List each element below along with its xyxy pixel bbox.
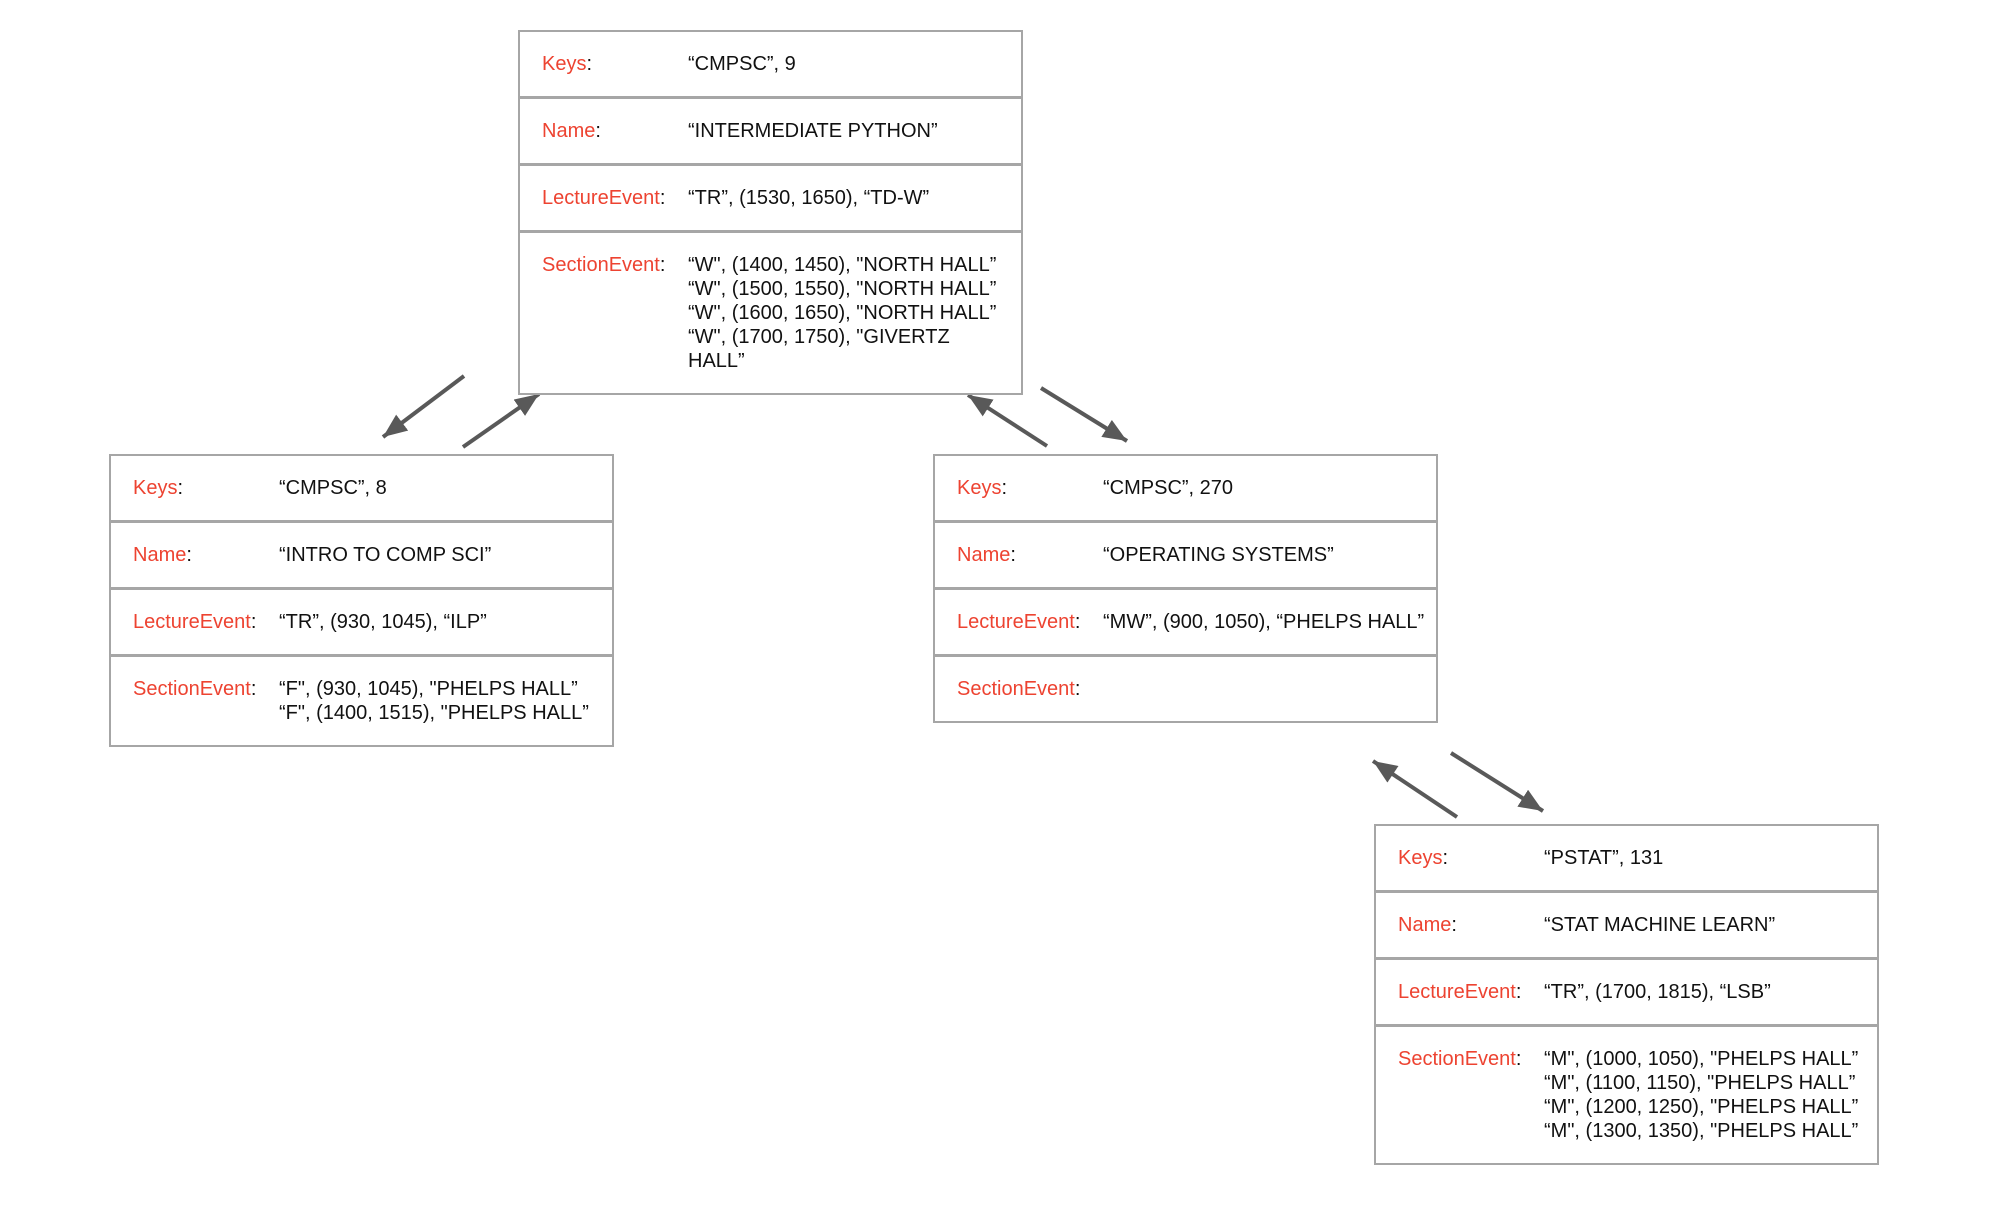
field-label: SectionEvent [1398, 1048, 1516, 1070]
field-row-keys: Keys:“PSTAT”, 131 [1374, 824, 1879, 892]
field-label: Keys [957, 477, 1002, 499]
field-label-col: LectureEvent: [133, 610, 279, 634]
field-value: “TR”, (1530, 1650), “TD-W” [688, 187, 930, 209]
field-value [1103, 677, 1426, 701]
field-row-name: Name:“INTERMEDIATE PYTHON” [518, 97, 1023, 165]
field-row-keys: Keys:“CMPSC”, 8 [109, 454, 614, 522]
field-value: “INTERMEDIATE PYTHON” [688, 120, 938, 142]
field-label: LectureEvent [957, 611, 1075, 633]
field-label-col: Name: [542, 119, 688, 143]
field-colon: : [1442, 847, 1449, 869]
field-value: “OPERATING SYSTEMS” [1103, 544, 1334, 566]
field-label: SectionEvent [957, 678, 1075, 700]
field-colon: : [250, 678, 257, 700]
field-colon: : [1451, 914, 1457, 936]
field-value: “F", (930, 1045), "PHELPS HALL” “F", (14… [279, 678, 589, 724]
field-label-col: Name: [1398, 913, 1544, 937]
field-row-sectionevent: SectionEvent:“W", (1400, 1450), "NORTH H… [518, 231, 1023, 395]
field-colon: : [1515, 1048, 1522, 1070]
pointer-arrow-parent-to-right-child [1039, 386, 1129, 443]
field-value: “M", (1000, 1050), "PHELPS HALL” “M", (1… [1544, 1048, 1859, 1142]
field-label: Keys [542, 53, 587, 75]
field-row-keys: Keys:“CMPSC”, 270 [933, 454, 1438, 522]
field-value: “MW”, (900, 1050), “PHELPS HALL” [1103, 611, 1425, 633]
field-row-sectionevent: SectionEvent: [933, 655, 1438, 723]
field-row-keys: Keys:“CMPSC”, 9 [518, 30, 1023, 98]
field-value: “W", (1400, 1450), "NORTH HALL” “W", (15… [688, 254, 997, 372]
field-colon: : [1515, 981, 1522, 1003]
field-colon: : [177, 477, 184, 499]
field-value: “CMPSC”, 8 [279, 477, 387, 499]
field-label: LectureEvent [133, 611, 251, 633]
field-label: Keys [1398, 847, 1443, 869]
field-label-col: SectionEvent: [957, 677, 1103, 701]
field-row-lectureevent: LectureEvent:“TR”, (1530, 1650), “TD-W” [518, 164, 1023, 232]
pointer-arrow-right-child-to-parent [966, 393, 1049, 448]
pointer-arrow-grandchild-to-right-child [1371, 759, 1459, 819]
field-colon: : [659, 187, 666, 209]
field-label-col: Keys: [1398, 846, 1544, 870]
field-label: LectureEvent [1398, 981, 1516, 1003]
field-label-col: LectureEvent: [1398, 980, 1544, 1004]
field-colon: : [586, 53, 593, 75]
field-value: “INTRO TO COMP SCI” [279, 544, 492, 566]
field-label: Name [133, 544, 187, 566]
field-label: Name [957, 544, 1011, 566]
field-label-col: Name: [133, 543, 279, 567]
field-colon: : [186, 544, 192, 566]
field-row-sectionevent: SectionEvent:“M", (1000, 1050), "PHELPS … [1374, 1025, 1879, 1165]
field-value: “TR”, (930, 1045), “ILP” [279, 611, 487, 633]
field-row-name: Name:“OPERATING SYSTEMS” [933, 521, 1438, 589]
field-value: “PSTAT”, 131 [1544, 847, 1664, 869]
field-row-name: Name:“INTRO TO COMP SCI” [109, 521, 614, 589]
field-label-col: SectionEvent: [1398, 1047, 1544, 1071]
field-row-lectureevent: LectureEvent:“TR”, (1700, 1815), “LSB” [1374, 958, 1879, 1026]
field-colon: : [1074, 678, 1081, 700]
field-row-lectureevent: LectureEvent:“TR”, (930, 1045), “ILP” [109, 588, 614, 656]
field-label-col: Name: [957, 543, 1103, 567]
field-label: Name [542, 120, 596, 142]
field-value: “TR”, (1700, 1815), “LSB” [1544, 981, 1771, 1003]
field-label-col: Keys: [133, 476, 279, 500]
field-label-col: LectureEvent: [542, 186, 688, 210]
field-colon: : [1010, 544, 1016, 566]
field-colon: : [250, 611, 257, 633]
field-label: LectureEvent [542, 187, 660, 209]
field-colon: : [1001, 477, 1008, 499]
field-label-col: Keys: [542, 52, 688, 76]
field-label: SectionEvent [542, 254, 660, 276]
field-label-col: SectionEvent: [133, 677, 279, 701]
pointer-arrow-parent-to-left-child [381, 374, 466, 439]
field-label-col: SectionEvent: [542, 253, 688, 277]
field-row-name: Name:“STAT MACHINE LEARN” [1374, 891, 1879, 959]
field-value: “CMPSC”, 9 [688, 53, 796, 75]
pointer-arrow-right-child-to-grandchild [1449, 751, 1545, 813]
field-value: “STAT MACHINE LEARN” [1544, 914, 1776, 936]
field-colon: : [595, 120, 601, 142]
field-row-sectionevent: SectionEvent:“F", (930, 1045), "PHELPS H… [109, 655, 614, 747]
field-label-col: LectureEvent: [957, 610, 1103, 634]
field-label: Keys [133, 477, 178, 499]
field-label: SectionEvent [133, 678, 251, 700]
field-colon: : [659, 254, 666, 276]
field-value: “CMPSC”, 270 [1103, 477, 1234, 499]
field-label: Name [1398, 914, 1452, 936]
field-row-lectureevent: LectureEvent:“MW”, (900, 1050), “PHELPS … [933, 588, 1438, 656]
field-label-col: Keys: [957, 476, 1103, 500]
pointer-arrow-left-child-to-parent [461, 392, 541, 449]
field-colon: : [1074, 611, 1081, 633]
